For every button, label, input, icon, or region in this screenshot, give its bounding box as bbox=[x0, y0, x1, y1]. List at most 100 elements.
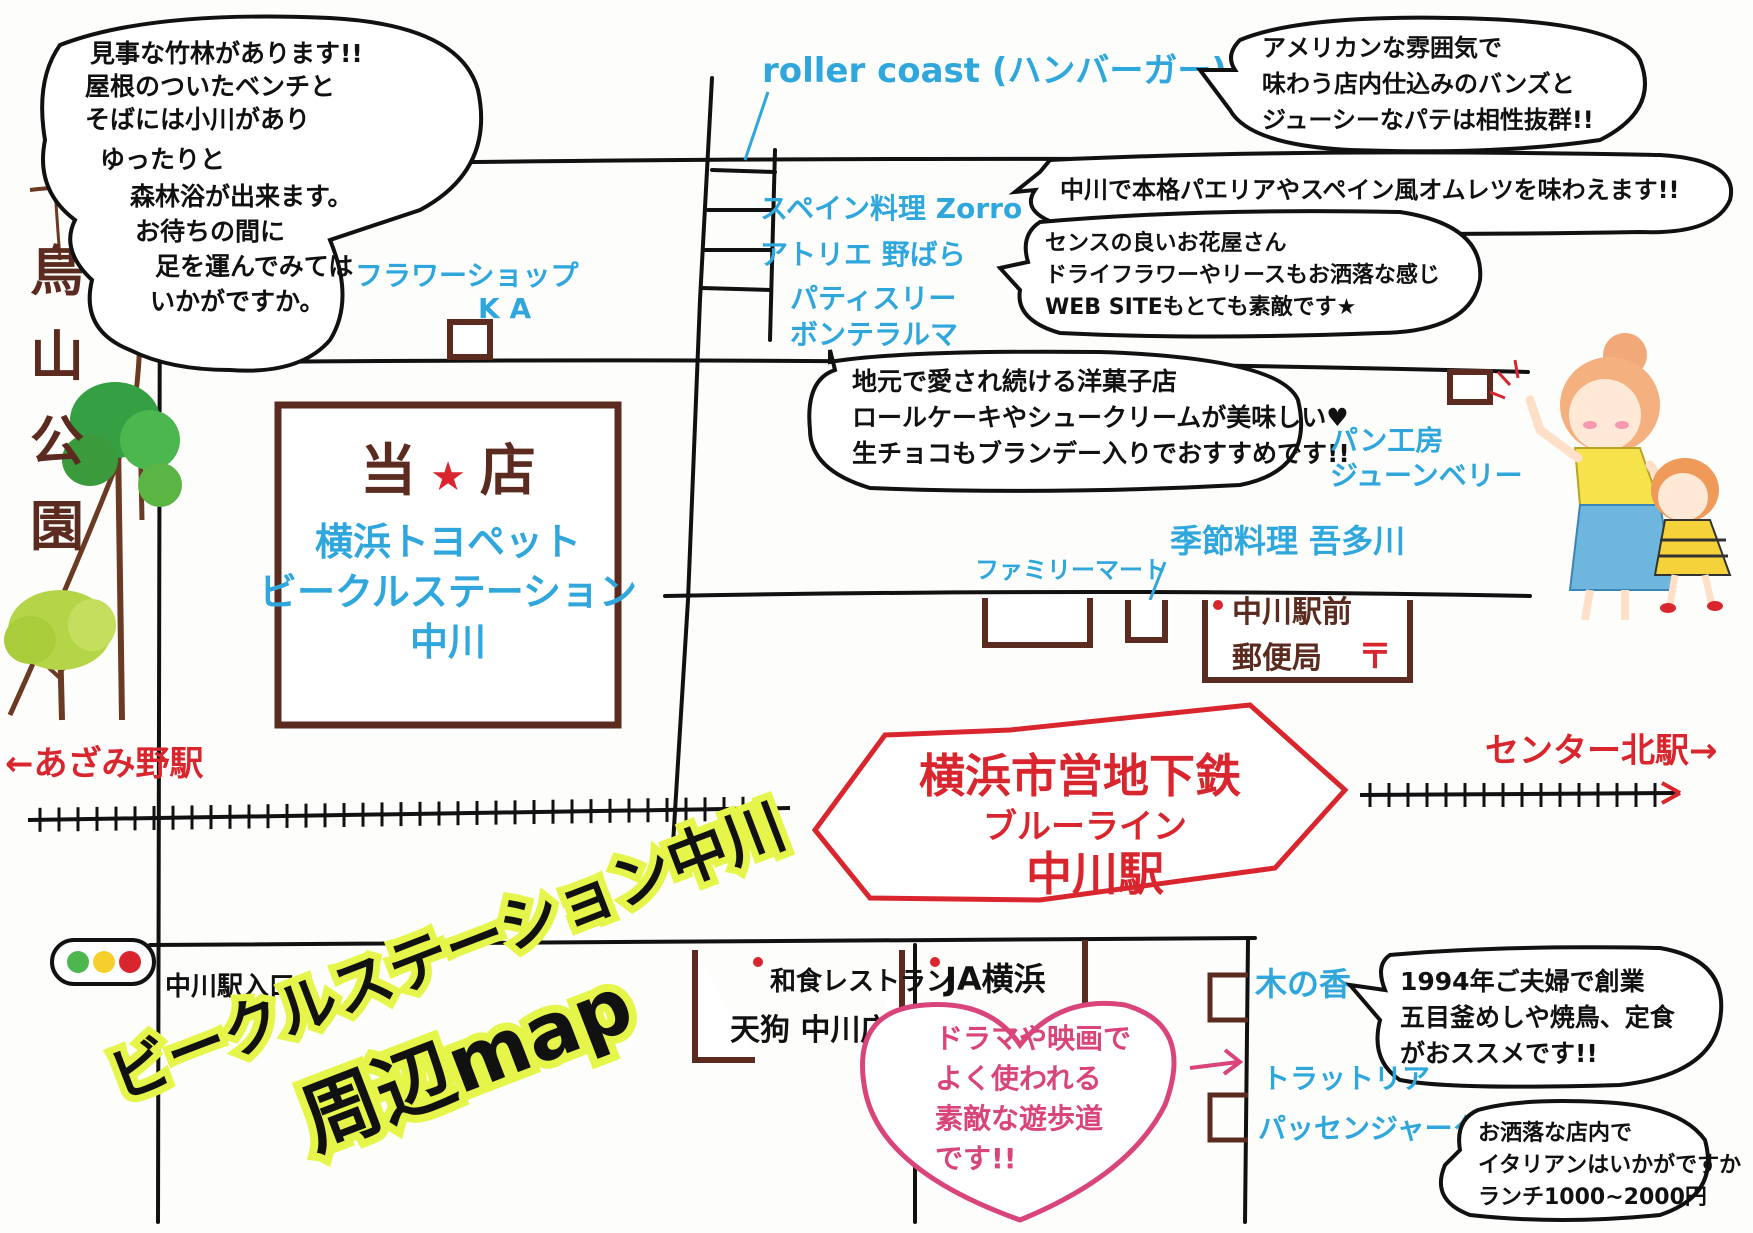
atelier-label: アトリエ 野ばら bbox=[760, 238, 966, 271]
patisserie: パティスリー ボンテラルマ bbox=[790, 282, 958, 351]
roller-coast: roller coast (ハンバーガー) bbox=[743, 51, 1227, 161]
trattoria-label-2: パッセンジャータ bbox=[1258, 1112, 1481, 1145]
shop-name: 当 ★ 店 bbox=[360, 439, 536, 504]
park-bubble-line: 足を運んでみては bbox=[155, 252, 353, 281]
ja-label: JA横浜 bbox=[943, 960, 1046, 998]
patisserie-bubble-line: ロールケーキやシュークリームが美味しい♥ bbox=[852, 403, 1349, 432]
roller-bubble-line: ジューシーなパテは相性抜群!! bbox=[1262, 106, 1594, 134]
post-mark-icon: 〒 bbox=[1358, 637, 1392, 677]
bakery: パン工房 ジューンベリー bbox=[1330, 369, 1523, 492]
star-icon: ★ bbox=[416, 454, 480, 500]
trattoria-bubble-line: ランチ1000~2000円 bbox=[1478, 1185, 1707, 1210]
spain-restaurant: スペイン料理 Zorro bbox=[760, 192, 1022, 225]
kinoka-label: 木の香 bbox=[1254, 965, 1351, 1003]
park-bubble-line: 屋根のついたベンチと bbox=[85, 72, 335, 101]
mother-child-illustration bbox=[1489, 333, 1732, 621]
traffic-light-icon bbox=[50, 938, 156, 986]
family-mart-label: ファミリーマート bbox=[975, 556, 1167, 584]
road-third bbox=[663, 590, 1532, 598]
park-bubble-line: お待ちの間に bbox=[135, 217, 285, 246]
promenade-line: です!! bbox=[935, 1142, 1017, 1175]
park-bubble-line: ゆったりと bbox=[100, 145, 225, 174]
park-name-char: 園 bbox=[30, 495, 84, 558]
trattoria-label: トラットリア bbox=[1262, 1062, 1430, 1095]
patisserie-label: パティスリー bbox=[790, 282, 956, 315]
patisserie-label-2: ボンテラルマ bbox=[790, 318, 958, 351]
station-line: ブルーライン bbox=[983, 807, 1187, 847]
spain-label: スペイン料理 Zorro bbox=[760, 192, 1022, 225]
atelier-nobara: アトリエ 野ばら bbox=[760, 238, 966, 271]
station: 横浜市営地下鉄 ブルーライン 中川駅 bbox=[811, 702, 1349, 903]
mother-face-icon bbox=[1569, 379, 1641, 451]
trattoria-bubble-line: お洒落な店内で bbox=[1478, 1121, 1632, 1146]
post-office-label: 中川駅前 bbox=[1232, 595, 1352, 630]
kinoka: 木の香 bbox=[1207, 965, 1351, 1143]
station-frame bbox=[811, 702, 1349, 903]
sparkle-icon bbox=[1489, 359, 1520, 400]
park-name-char: 公 bbox=[30, 410, 84, 473]
roller-coast-label: roller coast (ハンバーガー) bbox=[762, 51, 1227, 91]
promenade-line: よく使われる bbox=[935, 1062, 1102, 1095]
patisserie-bubble-line: 生チョコもブランデー入りでおすすめです!! bbox=[852, 439, 1350, 468]
tree-trunk bbox=[115, 439, 125, 721]
shop-line-1: 横浜トヨペット bbox=[315, 520, 581, 564]
promenade-line: ドラマや映画で bbox=[935, 1022, 1131, 1055]
station-name: 中川駅 bbox=[1026, 847, 1164, 901]
crossing-label: 中川駅入口 bbox=[165, 972, 295, 1002]
atelier-bubble-line: ドライフラワーやリースもお洒落な感じ bbox=[1045, 262, 1440, 288]
promenade-line: 素敵な遊歩道 bbox=[935, 1102, 1103, 1135]
trattoria: トラットリア パッセンジャータ bbox=[1258, 1062, 1481, 1145]
kinoka-bubble-line: がおススメです!! bbox=[1400, 1039, 1598, 1068]
park-name-char: 山 bbox=[30, 325, 84, 388]
shop-row-ladder bbox=[700, 148, 777, 342]
post-office: 中川駅前 郵便局 〒 bbox=[1202, 595, 1413, 683]
washoku-label: 和食レストラン bbox=[770, 966, 952, 997]
road-bottom bbox=[148, 936, 1257, 947]
heart-icon bbox=[860, 1000, 1177, 1223]
railway bbox=[27, 781, 1681, 832]
park-bubble-line: 見事な竹林があります!! bbox=[90, 39, 363, 68]
our-shop: 当 ★ 店 横浜トヨペット ビークルステーション 中川 bbox=[259, 401, 637, 729]
station-line-name: 横浜市営地下鉄 bbox=[919, 749, 1241, 803]
atelier-bubble-line: WEB SITEもとても素敵です★ bbox=[1045, 294, 1356, 320]
seasonal-restaurant: 季節料理 吾多川 bbox=[1170, 522, 1405, 560]
road-vertical-left bbox=[156, 208, 162, 1224]
shop-name-part-2: 店 bbox=[480, 439, 536, 504]
flower-shop-label-2: K A bbox=[478, 292, 531, 325]
kinoka-bubble-line: 五目釜めしや焼鳥、定食 bbox=[1400, 1003, 1676, 1032]
road-vertical-main bbox=[670, 76, 714, 862]
flower-shop: フラワーショップ K A bbox=[355, 259, 579, 360]
patisserie-bubble-line: 地元で愛され続ける洋菓子店 bbox=[852, 367, 1177, 396]
roller-bubble-line: 味わう店内仕込みのバンズと bbox=[1262, 70, 1575, 98]
bakery-label: パン工房 bbox=[1330, 424, 1443, 457]
shop-line-2: ビークルステーション bbox=[259, 570, 637, 614]
spain-bubble-text: 中川で本格パエリアやスペイン風オムレツを味わえます!! bbox=[1060, 176, 1680, 204]
bakery-label-2: ジューンベリー bbox=[1330, 459, 1523, 492]
atelier-bubble-line: センスの良いお花屋さん bbox=[1045, 230, 1287, 256]
road-bottom-divider-2 bbox=[1243, 938, 1250, 1224]
park-area bbox=[4, 184, 182, 721]
roller-bubble-line: アメリカンな雰囲気で bbox=[1262, 34, 1502, 62]
azamino-direction: ←あざみ野駅 bbox=[5, 744, 204, 784]
family-mart: ファミリーマート bbox=[975, 556, 1168, 648]
shop-name-part-1: 当 bbox=[360, 439, 416, 504]
shop-building bbox=[274, 401, 622, 729]
trattoria-bubble-line: イタリアンはいかがですか bbox=[1478, 1152, 1741, 1178]
flower-shop-label: フラワーショップ bbox=[355, 259, 579, 292]
seasonal-label: 季節料理 吾多川 bbox=[1170, 522, 1405, 560]
park-bubble-line: いかがですか。 bbox=[150, 287, 325, 316]
park-bubble-line: そばには小川があり bbox=[85, 105, 310, 134]
arrow-icon bbox=[1189, 1048, 1244, 1076]
park-bubble: 見事な竹林があります!!屋根のついたベンチとそばには小川がありゆったりと森林浴が… bbox=[40, 14, 484, 373]
post-office-label-2: 郵便局 bbox=[1232, 641, 1322, 676]
center-kita-direction: センター北駅→ bbox=[1485, 731, 1718, 771]
kinoka-bubble-line: 1994年ご夫婦で創業 bbox=[1400, 967, 1645, 996]
